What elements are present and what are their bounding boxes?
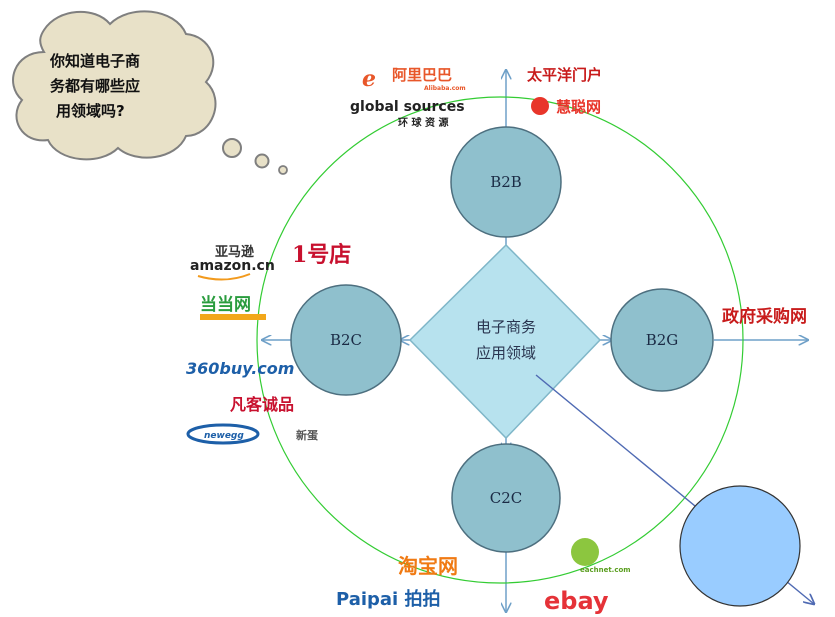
logo-eachnet-icon [571, 538, 599, 566]
bubble-line-1: 你知道电子商 [49, 52, 140, 70]
logo-globalsources: global sources [350, 99, 465, 115]
logo-newegg-badge [186, 423, 260, 445]
center-label-line-2: 应用领域 [476, 344, 536, 362]
center-diamond [408, 243, 602, 440]
highlight-circle [256, 96, 744, 584]
logo-globalsources-sub: 环 球 资 源 [398, 116, 448, 129]
bubble-line-3: 用领域吗? [56, 102, 125, 120]
logo-alibaba-mark: ℯ [362, 67, 376, 92]
logo-360buy: 360buy.com [186, 359, 294, 378]
logo-pacific: 太平洋门户 [527, 66, 602, 84]
logo-huicong-icon [531, 97, 549, 115]
thought-dot-medium [254, 153, 270, 169]
logo-eachnet: eachnet.com [580, 566, 631, 574]
node-b2g-label: B2G [646, 331, 679, 349]
logo-newegg: newegg [204, 431, 244, 441]
node-b2b: B2B [450, 126, 562, 238]
logo-amazon-smile [197, 273, 251, 281]
logo-dangdang: 当当网 [200, 294, 251, 315]
bubble-line-2: 务都有哪些应 [50, 77, 140, 95]
b2g-logos: 政府采购网 [722, 306, 807, 327]
logo-dangdang-bar [200, 314, 266, 320]
logo-alibaba: 阿里巴巴 [392, 66, 452, 84]
logo-amazon-cn: 亚马逊 [215, 245, 254, 260]
logo-yihaodian: 1号店 [292, 242, 351, 268]
thought-bubble: 你知道电子商 务都有哪些应 用领域吗? [12, 10, 288, 175]
logo-newegg-cn: 新蛋 [296, 428, 319, 442]
b2c-logos: 亚马逊 amazon.cn 1号店 当当网 360buy.com 凡客诚品 ne… [186, 242, 351, 445]
logo-gov-procurement: 政府采购网 [722, 306, 807, 327]
node-c2c: C2C [451, 443, 561, 553]
logo-taobao: 淘宝网 [398, 554, 458, 578]
thought-dot-small [278, 165, 288, 175]
logo-alibaba-sub: Alibaba.com [424, 85, 466, 92]
blank-circle [679, 485, 801, 607]
node-b2b-label: B2B [490, 173, 522, 191]
logo-ebay: ebay [544, 587, 609, 615]
node-b2g: B2G [610, 288, 714, 392]
node-b2c-label: B2C [330, 331, 362, 349]
c2c-logos: 淘宝网 Paipai 拍拍 eachnet.com ebay [336, 538, 631, 615]
logo-amazon: amazon.cn [190, 258, 275, 274]
thought-dot-large [222, 138, 242, 158]
center-label-line-1: 电子商务 [476, 318, 536, 336]
thought-cloud-shape [12, 10, 217, 161]
logo-fanke: 凡客诚品 [230, 395, 294, 414]
logo-huicong: 慧聪网 [556, 98, 601, 116]
logo-paipai: Paipai 拍拍 [336, 588, 441, 610]
node-c2c-label: C2C [490, 489, 523, 507]
b2b-logos: ℯ 阿里巴巴 Alibaba.com global sources 环 球 资 … [350, 66, 602, 129]
node-b2c: B2C [290, 284, 402, 396]
